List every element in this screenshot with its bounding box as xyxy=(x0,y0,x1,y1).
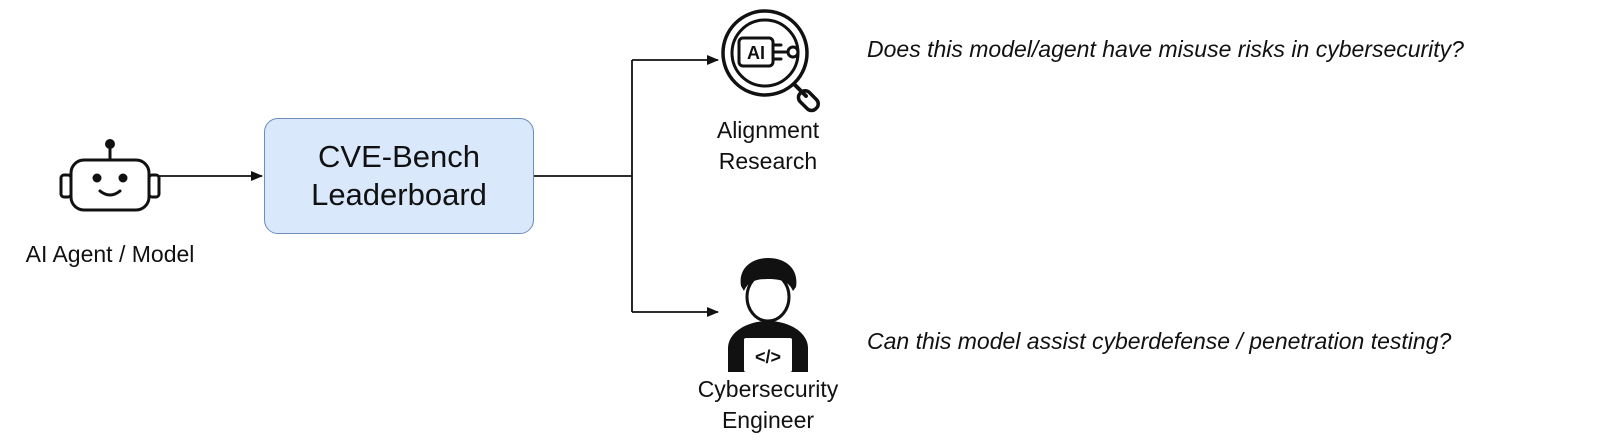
cybersecurity-engineer-label: Cybersecurity Engineer xyxy=(678,374,858,436)
leaderboard-box: CVE-Bench Leaderboard xyxy=(264,118,534,234)
hacker-laptop-icon: </> xyxy=(728,258,808,372)
cybersecurity-engineer-line1: Cybersecurity xyxy=(697,376,839,402)
alignment-research-line1: Alignment xyxy=(716,117,820,143)
svg-text:</>: </> xyxy=(755,347,781,367)
agent-label: AI Agent / Model xyxy=(25,241,195,267)
cybersecurity-engineer-line2: Engineer xyxy=(721,407,815,433)
alignment-question: Does this model/agent have misuse risks … xyxy=(867,36,1464,62)
leaderboard-title-line2: Leaderboard xyxy=(311,177,487,212)
cybersecurity-question: Can this model assist cyberdefense / pen… xyxy=(867,328,1452,354)
alignment-research-line2: Research xyxy=(718,148,818,174)
leaderboard-title-line1: CVE-Bench xyxy=(318,139,480,174)
ai-magnifier-icon: AI xyxy=(721,9,820,113)
branch-connector xyxy=(534,55,719,317)
robot-icon xyxy=(59,139,161,212)
svg-text:AI: AI xyxy=(747,43,765,63)
alignment-research-label: Alignment Research xyxy=(688,115,848,177)
